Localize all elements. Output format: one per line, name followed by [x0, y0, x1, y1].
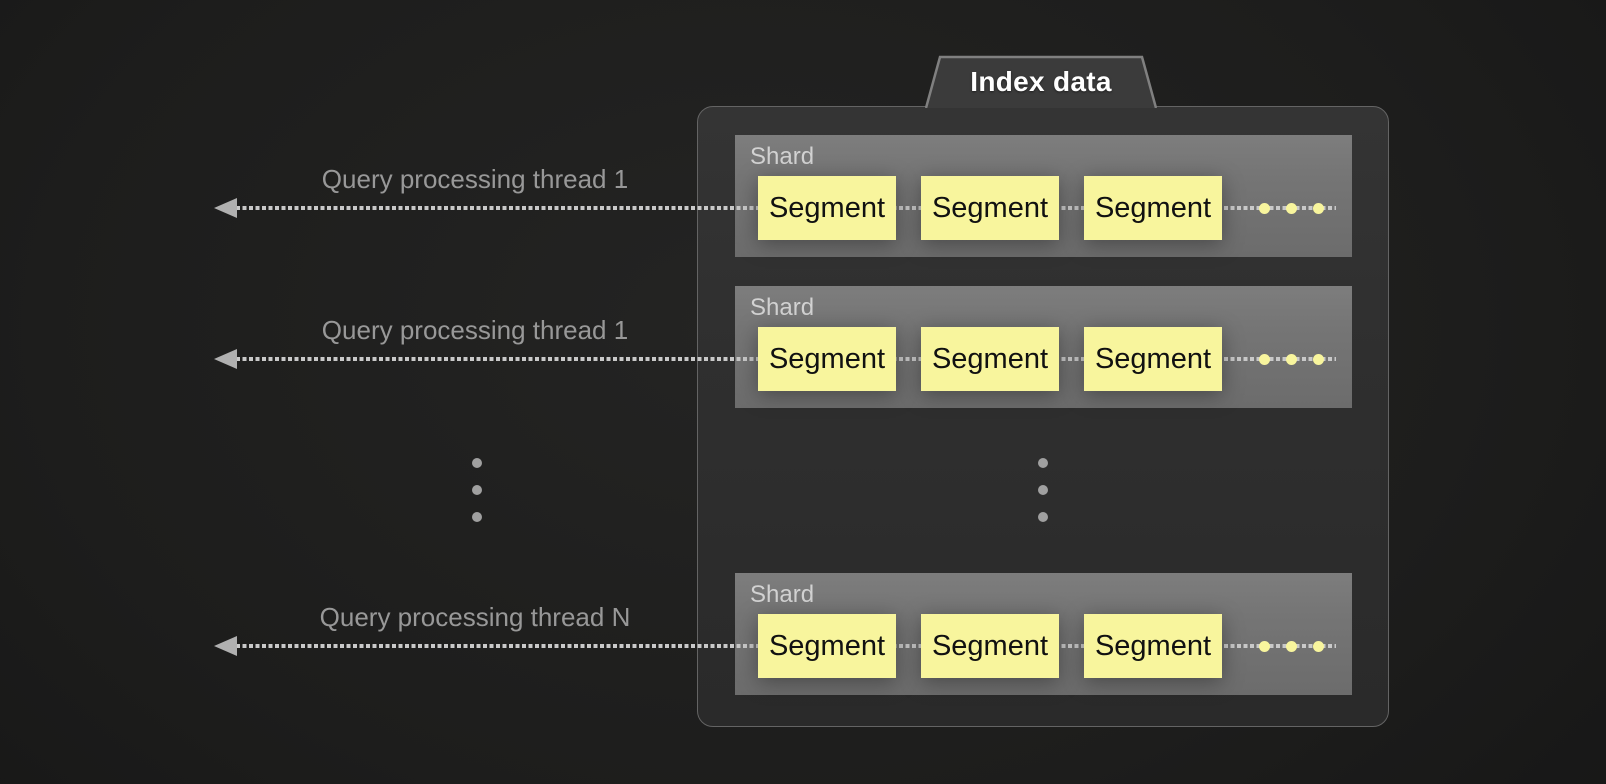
left-arrowhead-icon [214, 349, 237, 369]
ellipsis-dot [472, 458, 482, 468]
ellipsis-dot [1038, 485, 1048, 495]
segment-box: Segment [1084, 327, 1222, 391]
more-segments-dot [1286, 353, 1297, 365]
more-segments-dot [1259, 202, 1270, 214]
query-thread-label-1: Query processing thread 1 [321, 164, 629, 194]
left-arrowhead-icon [214, 636, 237, 656]
more-segments-dot [1313, 640, 1324, 652]
shard-label: Shard [750, 294, 815, 321]
segment-box: Segment [921, 176, 1059, 240]
index-data-tab: Index data [925, 55, 1157, 108]
ellipsis-dot [1038, 512, 1048, 522]
segment-box: Segment [758, 176, 896, 240]
query-thread-label-2: Query processing thread 1 [321, 315, 629, 345]
segment-box: Segment [758, 327, 896, 391]
ellipsis-dot [1038, 458, 1048, 468]
more-segments-dot [1259, 640, 1270, 652]
more-segments-dot [1286, 202, 1297, 214]
more-segments-dot [1313, 202, 1324, 214]
more-segments-dot [1286, 640, 1297, 652]
query-thread-label-3: Query processing thread N [319, 602, 631, 632]
segment-box: Segment [758, 614, 896, 678]
shard-label: Shard [750, 581, 815, 608]
ellipsis-dot [472, 512, 482, 522]
segment-box: Segment [1084, 176, 1222, 240]
left-arrowhead-icon [214, 198, 237, 218]
more-segments-dot [1313, 353, 1324, 365]
segment-box: Segment [921, 327, 1059, 391]
tab-shape [925, 55, 1157, 108]
segment-box: Segment [921, 614, 1059, 678]
diagram-title: Index data [970, 66, 1112, 97]
ellipsis-dot [472, 485, 482, 495]
more-segments-dot [1259, 353, 1270, 365]
shard-label: Shard [750, 143, 815, 170]
segment-box: Segment [1084, 614, 1222, 678]
